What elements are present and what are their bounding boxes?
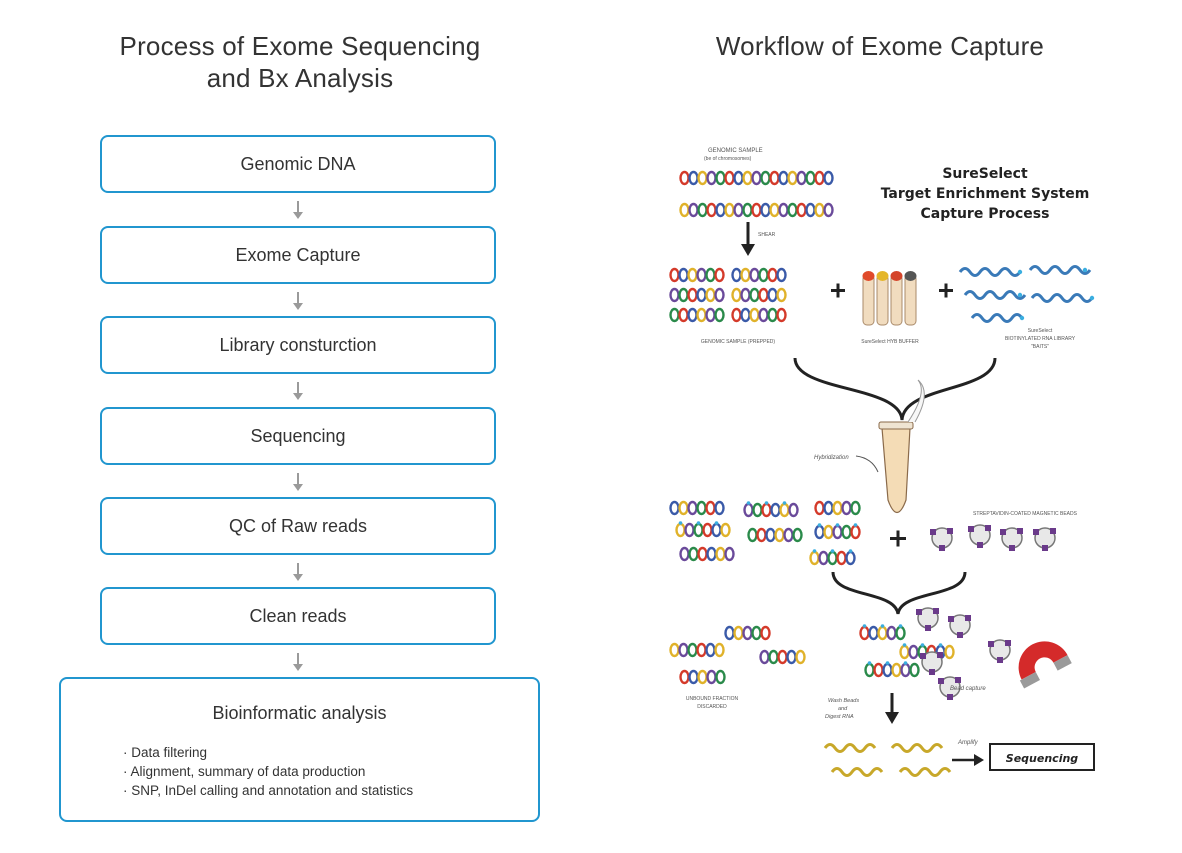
magnetic-bead — [968, 524, 991, 548]
unbound-label-line2: DISCARDED — [697, 704, 727, 710]
step-sequencing: Sequencing — [100, 407, 496, 465]
dna-strand — [679, 202, 834, 218]
dna-strand — [814, 500, 861, 516]
dna-strand — [724, 625, 771, 641]
wash-label-line1: Wash Beads — [828, 698, 859, 704]
hyb-buffer-tubes-icon — [862, 271, 917, 326]
magnetic-beads — [916, 524, 1056, 700]
down-arrow-icon — [293, 563, 303, 581]
rna-bait-strand — [890, 743, 944, 753]
amplify-arrow-icon — [952, 754, 984, 766]
dna-strand — [679, 170, 834, 186]
unbound-label-line1: UNBOUND FRACTION — [686, 696, 739, 702]
magnetic-bead — [938, 676, 961, 700]
dna-strand — [814, 523, 861, 540]
magnetic-bead — [1033, 527, 1056, 551]
analysis-list: Data filtering Alignment, summary of dat… — [123, 743, 414, 800]
magnetic-bead — [916, 607, 939, 631]
down-arrow-icon — [293, 473, 303, 491]
baits-label-line1: SureSelect — [1028, 328, 1053, 334]
hybridization-label: Hybridization — [814, 455, 849, 461]
merge-brace — [793, 357, 997, 421]
rna-bait-strand — [958, 267, 1022, 277]
rna-bait-strand — [898, 767, 952, 777]
magnetic-bead — [948, 614, 971, 638]
sequencing-box — [989, 743, 1095, 771]
bead-capture-label: Bead capture — [950, 686, 986, 692]
rna-bait-strand — [823, 743, 877, 753]
figure-heading-line2: Target Enrichment System — [881, 186, 1090, 202]
bioinformatic-analysis-box: Bioinformatic analysis Data filtering Al… — [59, 677, 540, 822]
dna-strand — [809, 549, 856, 566]
plus-icon — [939, 283, 953, 298]
rna-bait-strand — [1030, 293, 1094, 303]
down-arrow-icon — [885, 693, 899, 724]
rna-bait-strand — [963, 290, 1027, 300]
beads-label: STREPTAVIDIN-COATED MAGNETIC BEADS — [973, 511, 1078, 517]
shear-label: SHEAR — [758, 232, 776, 238]
dna-strand — [747, 527, 803, 543]
genomic-sample-sub-label: (be of chromosomes) — [704, 156, 752, 162]
dna-strand — [675, 521, 731, 538]
analysis-title: Bioinformatic analysis — [212, 703, 387, 723]
shear-arrow-icon — [741, 222, 755, 256]
hybridization-tube-icon — [878, 379, 925, 514]
magnetic-bead — [920, 651, 943, 675]
dna-strand — [669, 267, 725, 283]
analysis-item: SNP, InDel calling and annotation and st… — [123, 781, 413, 800]
dna-strand — [731, 267, 787, 283]
dna-strand — [731, 287, 787, 303]
down-arrow-icon — [293, 382, 303, 400]
dna-strand — [743, 501, 799, 518]
wash-label-line2: and — [838, 706, 848, 712]
dna-strand — [864, 661, 920, 678]
baits-label-line3: "BAITS" — [1031, 344, 1049, 350]
step-genomic-dna: Genomic DNA — [100, 135, 496, 193]
baits-label-line2: BIOTINYLATED RNA LIBRARY — [1005, 336, 1076, 342]
plus-icon — [831, 283, 845, 298]
left-title: Process of Exome Sequencing and Bx Analy… — [119, 31, 481, 93]
hybridization-pointer — [855, 455, 879, 473]
dna-strand — [759, 649, 806, 665]
step-exome-capture: Exome Capture — [100, 226, 496, 284]
magnetic-bead — [988, 639, 1011, 663]
rna-bait-strand — [970, 313, 1024, 323]
dna-strand — [669, 642, 725, 658]
magnet-icon — [1018, 641, 1072, 689]
rna-bait-strand — [830, 767, 884, 777]
analysis-item: Alignment, summary of data production — [123, 762, 413, 781]
genomic-sample-label: GENOMIC SAMPLE — [708, 148, 763, 154]
dna-strand — [669, 287, 725, 303]
wash-label-line3: Digest RNA — [825, 714, 854, 720]
right-title: Workflow of Exome Capture — [715, 31, 1045, 61]
exome-capture-workflow-figure: GENOMIC SAMPLE (be of chromosomes) SureS… — [669, 148, 1095, 777]
dna-strand — [731, 307, 787, 323]
figure-heading-line3: Capture Process — [921, 206, 1050, 222]
down-arrow-icon — [293, 653, 303, 671]
step-library-construction: Library consturction — [100, 316, 496, 374]
dna-strand — [679, 669, 726, 685]
figure-heading-line1: SureSelect — [942, 166, 1028, 182]
capture-brace — [831, 571, 967, 615]
hyb-buffer-label: SureSelect HYB BUFFER — [861, 339, 919, 345]
dna-strands — [669, 170, 1095, 777]
sequencing-label: Sequencing — [1006, 752, 1079, 765]
magnetic-bead — [1000, 527, 1023, 551]
down-arrow-icon — [293, 292, 303, 310]
step-clean-reads: Clean reads — [100, 587, 496, 645]
down-arrow-icon — [293, 201, 303, 219]
dna-strand — [669, 500, 725, 516]
magnetic-bead — [930, 527, 953, 551]
amplify-label: Amplify — [957, 740, 979, 746]
prepped-sample-label: GENOMIC SAMPLE (PREPPED) — [701, 339, 776, 345]
plus-icon — [890, 530, 906, 547]
dna-strand — [679, 546, 735, 562]
dna-strand — [859, 624, 906, 641]
analysis-item: Data filtering — [123, 743, 413, 762]
dna-strand — [669, 307, 725, 323]
rna-bait-strand — [1028, 265, 1092, 275]
step-qc-raw-reads: QC of Raw reads — [100, 497, 496, 555]
